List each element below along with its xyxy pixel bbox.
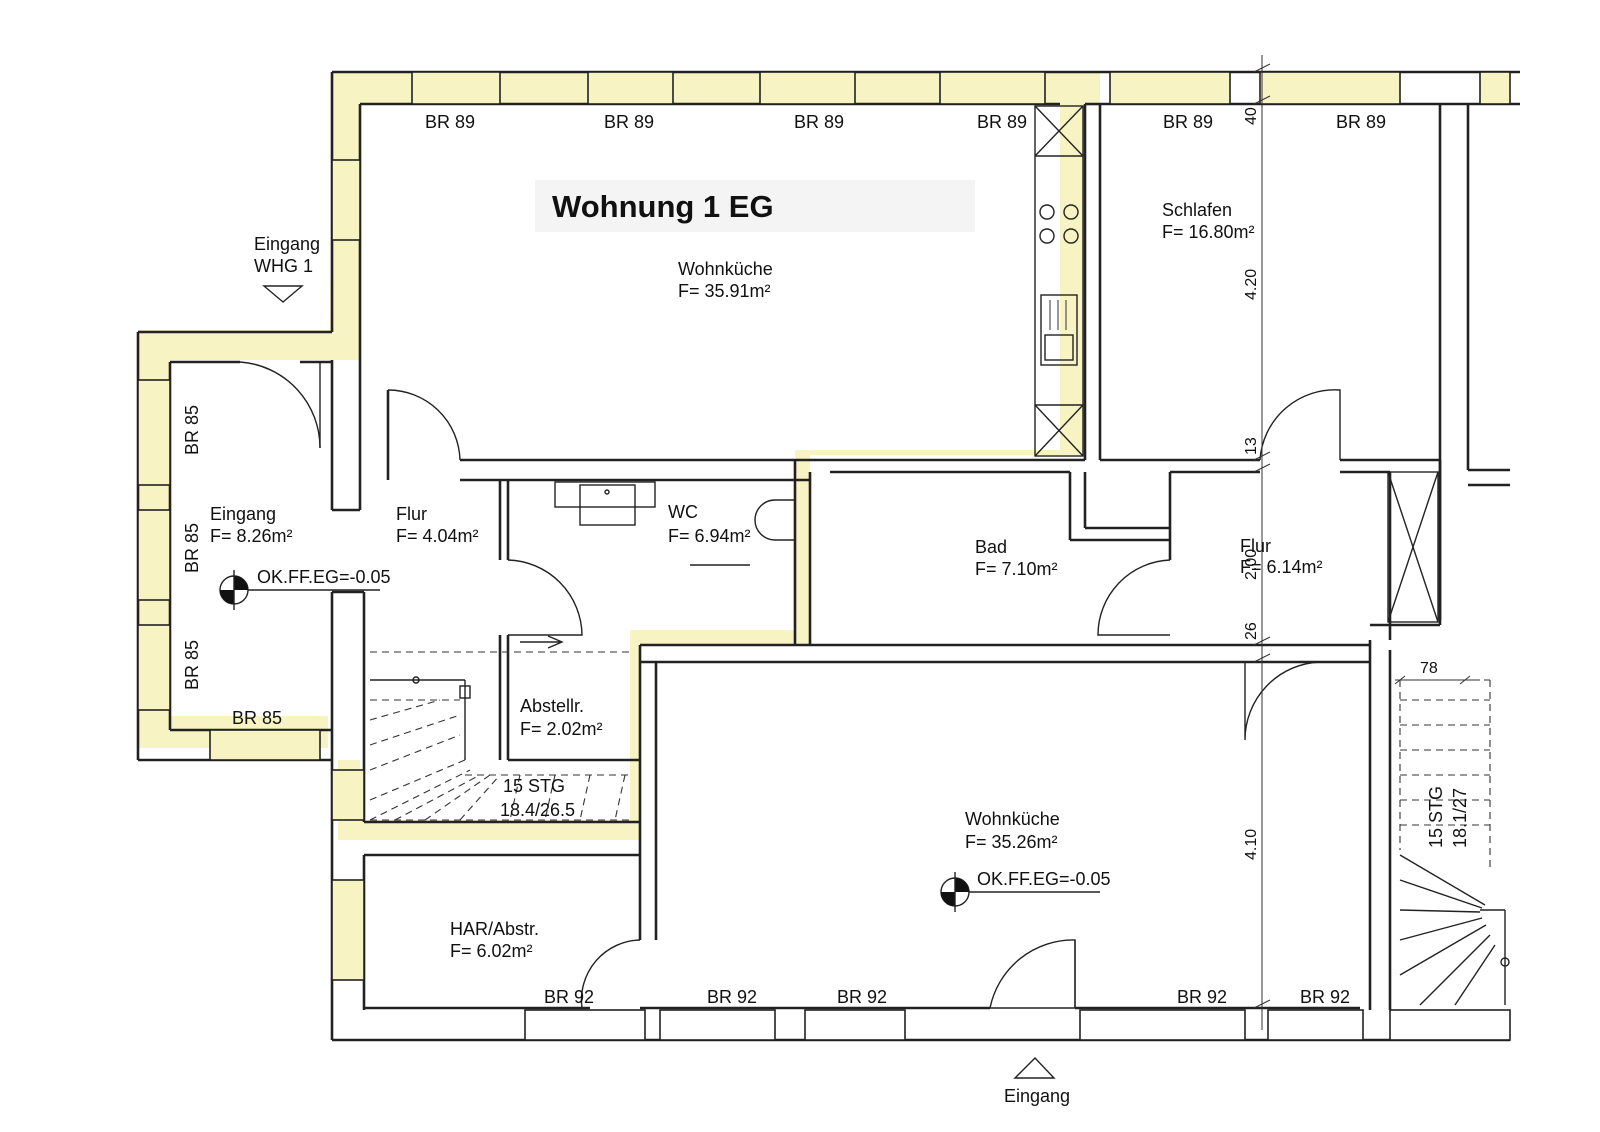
wc-fixtures bbox=[554, 481, 795, 566]
dim-13: 13 bbox=[1243, 437, 1260, 455]
dim-26: 26 bbox=[1243, 622, 1260, 640]
entrance-whg-marker bbox=[262, 285, 304, 303]
window-label-top-6: BR 89 bbox=[1336, 112, 1386, 132]
level-label-left: OK.FF.EG=-0.05 bbox=[257, 567, 391, 587]
dimension-line bbox=[1253, 55, 1480, 1030]
room-labels: Wohnküche F= 35.91m² Schlafen F= 16.80m²… bbox=[210, 200, 1323, 961]
windows-top bbox=[411, 71, 1511, 105]
window-labels: BR 89 BR 89 BR 89 BR 89 BR 89 BR 89 BR 8… bbox=[182, 112, 1386, 1007]
room-flur-left-name: Flur bbox=[396, 504, 427, 524]
room-wc-area: F= 6.94m² bbox=[668, 526, 751, 546]
title-background bbox=[535, 180, 975, 232]
window-label-bottom-5: BR 92 bbox=[1300, 987, 1350, 1007]
room-bad-area: F= 7.10m² bbox=[975, 559, 1058, 579]
dim-200: 2.00 bbox=[1243, 549, 1260, 580]
room-har-area: F= 6.02m² bbox=[450, 941, 533, 961]
room-abstellr-name: Abstellr. bbox=[520, 696, 584, 716]
window-label-top-1: BR 89 bbox=[425, 112, 475, 132]
dim-410: 4.10 bbox=[1243, 829, 1260, 860]
room-wohnkueche-bottom-name: Wohnküche bbox=[965, 809, 1060, 829]
room-abstellr-area: F= 2.02m² bbox=[520, 719, 603, 739]
stair-right-ratio: 18.1/27 bbox=[1450, 788, 1470, 848]
room-eingang-area: F= 8.26m² bbox=[210, 526, 293, 546]
room-bad-name: Bad bbox=[975, 537, 1007, 557]
window-label-top-4: BR 89 bbox=[977, 112, 1027, 132]
room-flur-right-name: Flur bbox=[1240, 536, 1271, 556]
window-label-bottom-4: BR 92 bbox=[1177, 987, 1227, 1007]
window-label-bottom-3: BR 92 bbox=[837, 987, 887, 1007]
room-har-name: HAR/Abstr. bbox=[450, 919, 539, 939]
room-schlafen-name: Schlafen bbox=[1162, 200, 1232, 220]
plan-title: Wohnung 1 EG bbox=[552, 189, 774, 224]
windows-bottom bbox=[524, 1009, 1511, 1041]
entrance-whg-label-line2: WHG 1 bbox=[254, 256, 313, 276]
entrance-main-marker bbox=[1013, 1056, 1056, 1079]
room-flur-right-area: F= 6.14m² bbox=[1240, 557, 1323, 577]
window-label-left-2: BR 85 bbox=[182, 523, 202, 573]
window-label-top-5: BR 89 bbox=[1163, 112, 1213, 132]
room-schlafen-area: F= 16.80m² bbox=[1162, 222, 1255, 242]
room-flur-left-area: F= 4.04m² bbox=[396, 526, 479, 546]
inner-walls bbox=[364, 104, 1510, 940]
stair-main-ratio: 18.4/26.5 bbox=[500, 800, 575, 820]
room-wc-name: WC bbox=[668, 502, 698, 522]
windows-left bbox=[137, 159, 365, 981]
room-wohnkueche-top-area: F= 35.91m² bbox=[678, 281, 771, 301]
dim-420: 4.20 bbox=[1243, 269, 1260, 300]
entrance-markers bbox=[262, 285, 1056, 1079]
window-label-left-3: BR 85 bbox=[182, 640, 202, 690]
room-eingang-name: Eingang bbox=[210, 504, 276, 524]
window-label-bottom-1: BR 92 bbox=[544, 987, 594, 1007]
entrance-main-label: Eingang bbox=[1004, 1086, 1070, 1106]
kitchen-units bbox=[1034, 105, 1084, 457]
dim-40: 40 bbox=[1243, 107, 1260, 125]
stair-right-count: 15 STG bbox=[1426, 786, 1446, 848]
dim-78: 78 bbox=[1420, 660, 1438, 677]
dimension-labels: 40 4.20 13 2.00 26 4.10 78 bbox=[1243, 107, 1438, 860]
entrance-whg-label-line1: Eingang bbox=[254, 234, 320, 254]
window-label-top-2: BR 89 bbox=[604, 112, 654, 132]
room-wohnkueche-bottom-area: F= 35.26m² bbox=[965, 832, 1058, 852]
main-staircase bbox=[369, 635, 630, 821]
window-label-top-3: BR 89 bbox=[794, 112, 844, 132]
shaft-right bbox=[1387, 471, 1439, 623]
stair-main-count: 15 STG bbox=[503, 776, 565, 796]
level-markers bbox=[219, 570, 1100, 912]
doors bbox=[239, 361, 1341, 1009]
window-label-bottom-2: BR 92 bbox=[707, 987, 757, 1007]
window-label-left-4: BR 85 bbox=[232, 708, 282, 728]
level-label-right: OK.FF.EG=-0.05 bbox=[977, 869, 1111, 889]
window-label-left-1: BR 85 bbox=[182, 405, 202, 455]
room-wohnkueche-top-name: Wohnküche bbox=[678, 259, 773, 279]
